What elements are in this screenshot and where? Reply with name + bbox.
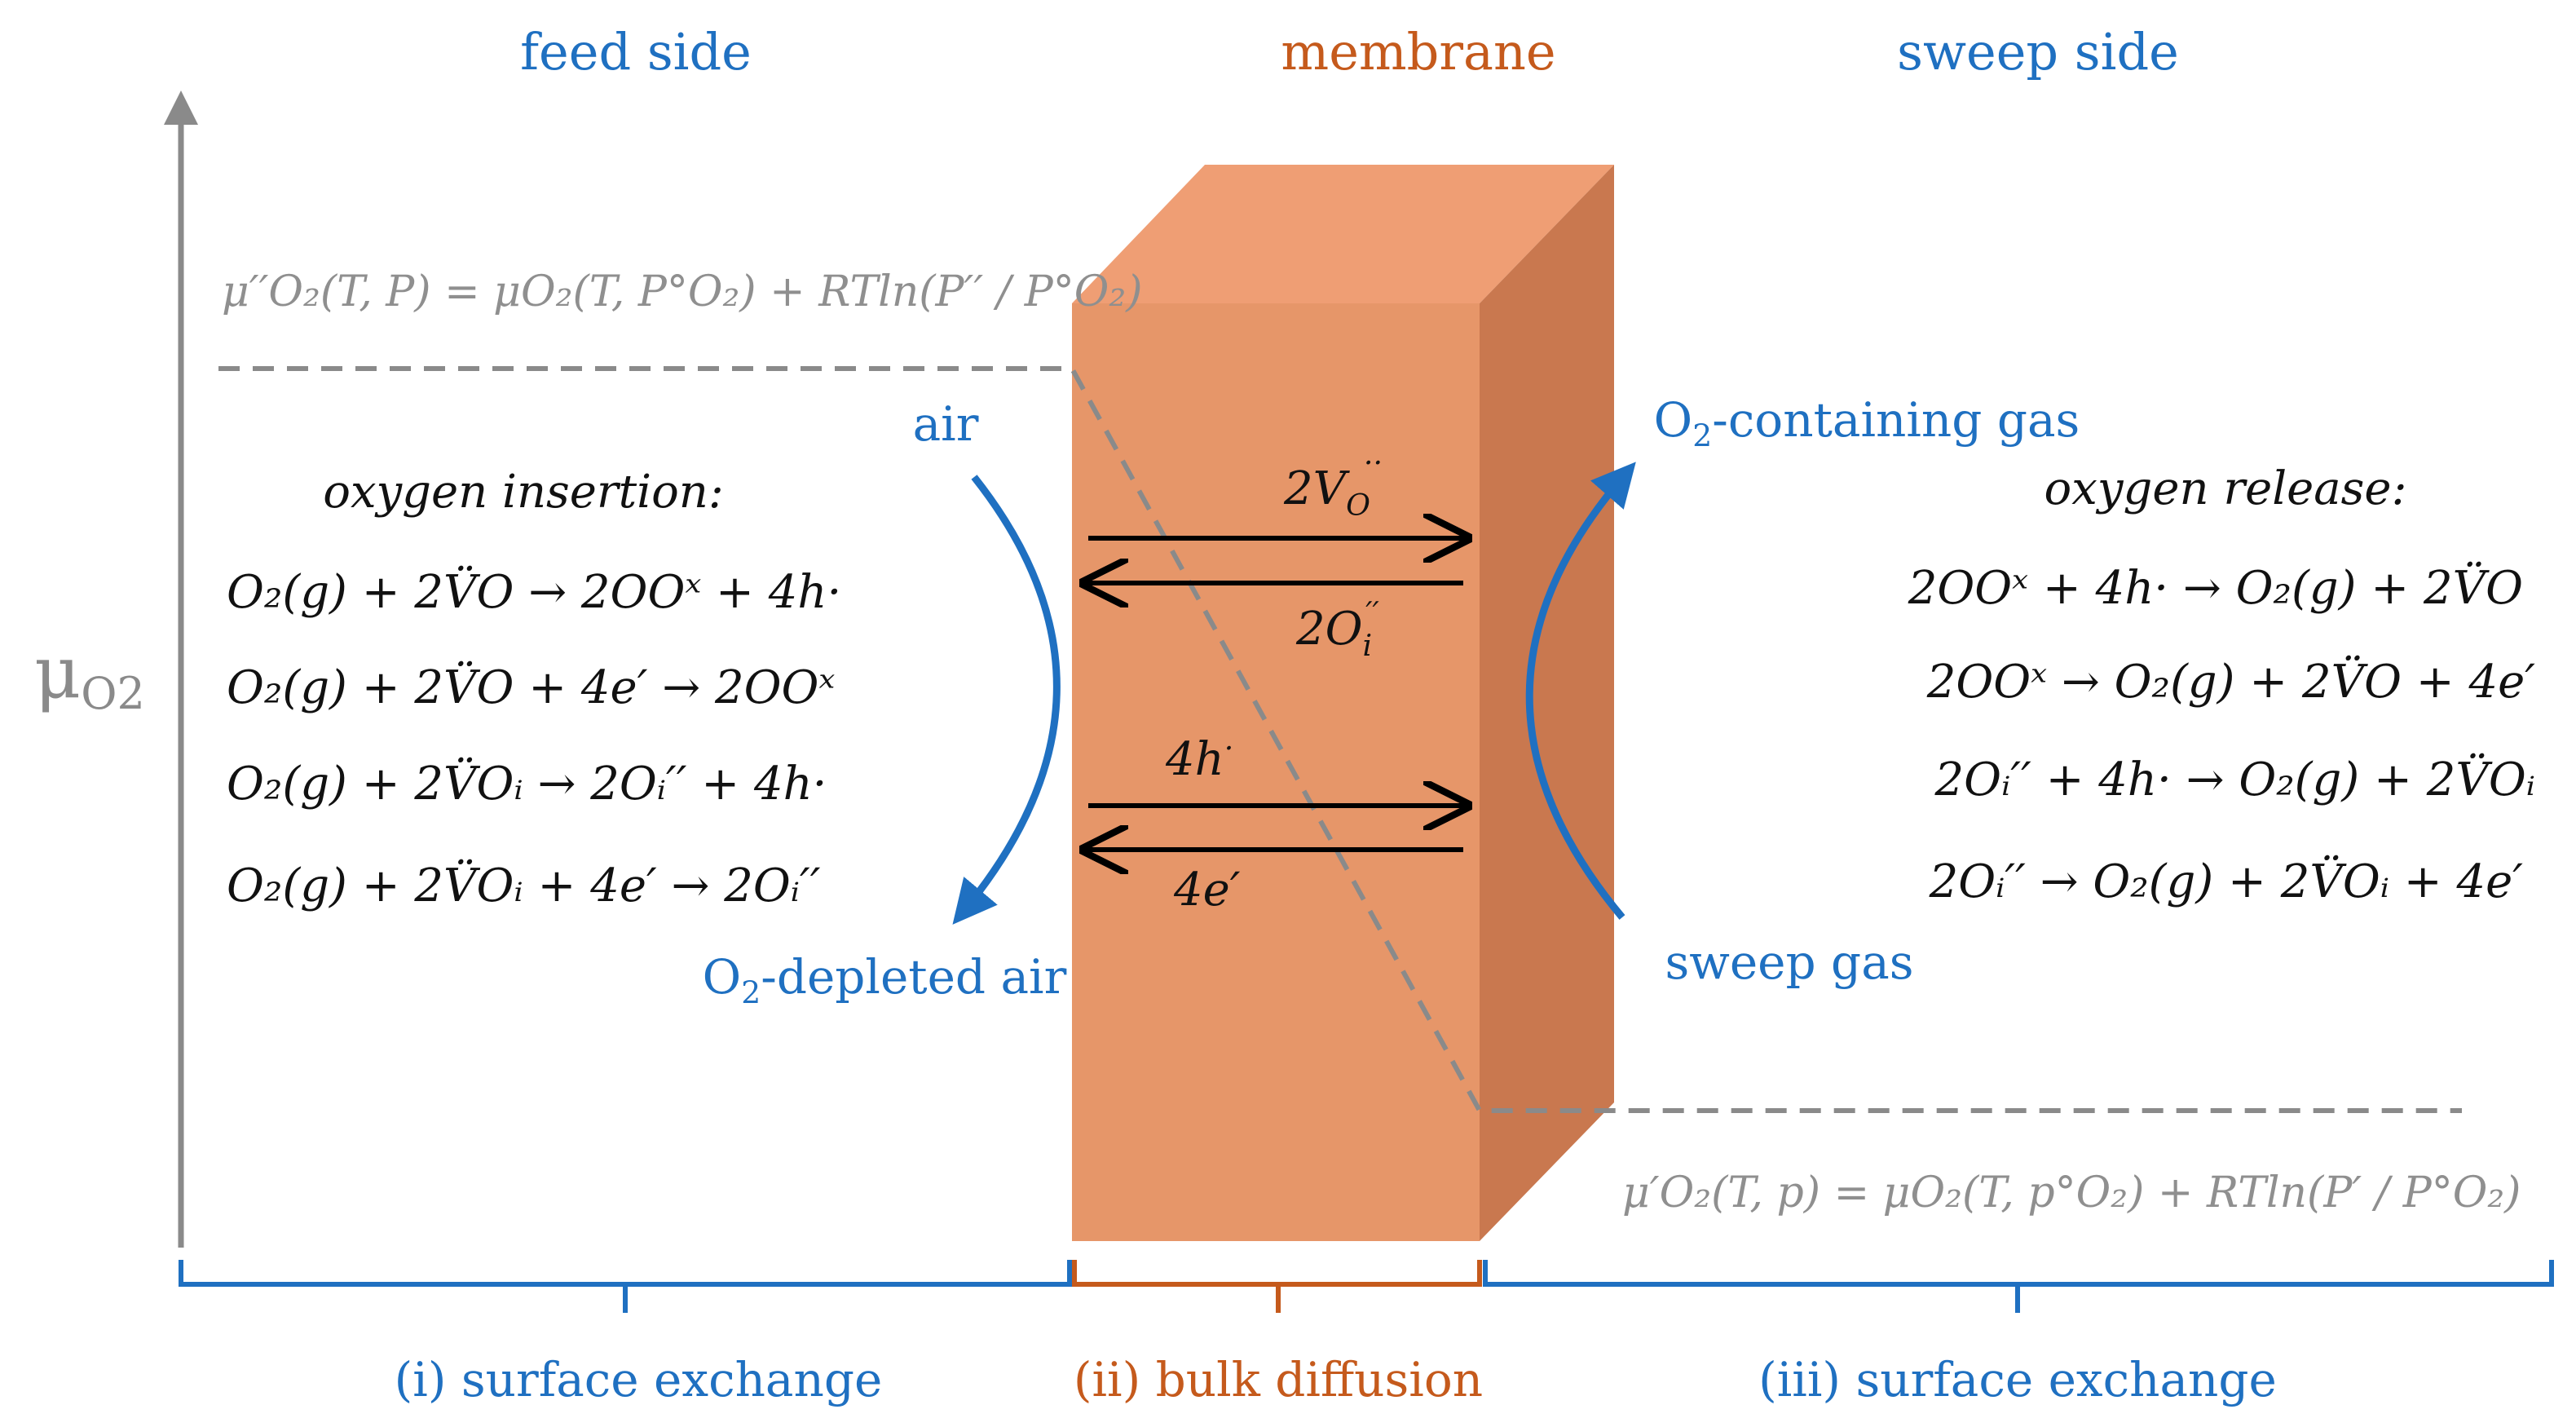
release-equation: 2OOˣ → O₂(g) + 2V̈O + 4e′	[1926, 655, 2536, 709]
step-sweep-surface-exchange: (iii) surface exchange	[1758, 1352, 2277, 1407]
step-feed-surface-exchange: (i) surface exchange	[395, 1352, 883, 1407]
membrane-top-face	[1072, 165, 1614, 303]
release-equation: 2Oᵢ′′ → O₂(g) + 2V̈Oᵢ + 4e′	[1929, 855, 2524, 908]
feed-flow-arrow	[952, 475, 1061, 925]
mu-axis-label: μO2	[34, 630, 145, 719]
feed-potential-equation: μ′′O₂(T, P) = μO₂(T, P°O₂) + RTln(P′′ / …	[222, 267, 1142, 316]
membrane-front-face	[1072, 303, 1480, 1241]
membrane-block	[1072, 165, 1614, 1241]
release-title: oxygen release:	[2044, 462, 2407, 515]
sweep-potential-equation: μ′O₂(T, p) = μO₂(T, p°O₂) + RTln(P′ / P°…	[1622, 1169, 2521, 1217]
containing-gas-label: O2-containing gas	[1654, 392, 2080, 453]
depleted-air-label: O2-depleted air	[703, 949, 1067, 1010]
insertion-equation: O₂(g) + 2V̈O + 4e′ → 2OOˣ	[227, 660, 835, 714]
release-equation: 2OOˣ + 4h· → O₂(g) + 2V̈O	[1908, 561, 2523, 615]
sweep-flow-arrow	[1525, 462, 1636, 920]
hole-label: 4h·	[1165, 731, 1233, 786]
potential-profile-line	[218, 366, 2462, 1113]
electron-label: 4e′	[1173, 864, 1241, 917]
air-label: air	[913, 396, 979, 452]
vacancy-label: 2VO··	[1283, 445, 1383, 523]
insertion-equation: O₂(g) + 2V̈Oᵢ + 4e′ → 2Oᵢ′′	[227, 859, 821, 912]
header-membrane: membrane	[1281, 22, 1555, 82]
sweep-gas-label: sweep gas	[1665, 934, 1913, 990]
header-sweep-side: sweep side	[1897, 22, 2179, 82]
insertion-equation: O₂(g) + 2V̈Oᵢ → 2Oᵢ′′ + 4h·	[227, 757, 827, 811]
membrane-side-face	[1480, 165, 1614, 1241]
insertion-equation: O₂(g) + 2V̈O → 2OOˣ + 4h·	[227, 565, 841, 619]
release-equation: 2Oᵢ′′ + 4h· → O₂(g) + 2V̈Oᵢ	[1934, 753, 2535, 806]
insertion-title: oxygen insertion:	[323, 466, 723, 519]
step-bulk-diffusion: (ii) bulk diffusion	[1074, 1352, 1483, 1407]
bulk-brace	[1072, 1260, 1482, 1313]
feed-brace	[179, 1260, 1072, 1313]
sweep-brace	[1483, 1260, 2554, 1313]
interstitial-label: 2Oi′′	[1295, 595, 1379, 663]
header-feed-side: feed side	[520, 22, 752, 82]
